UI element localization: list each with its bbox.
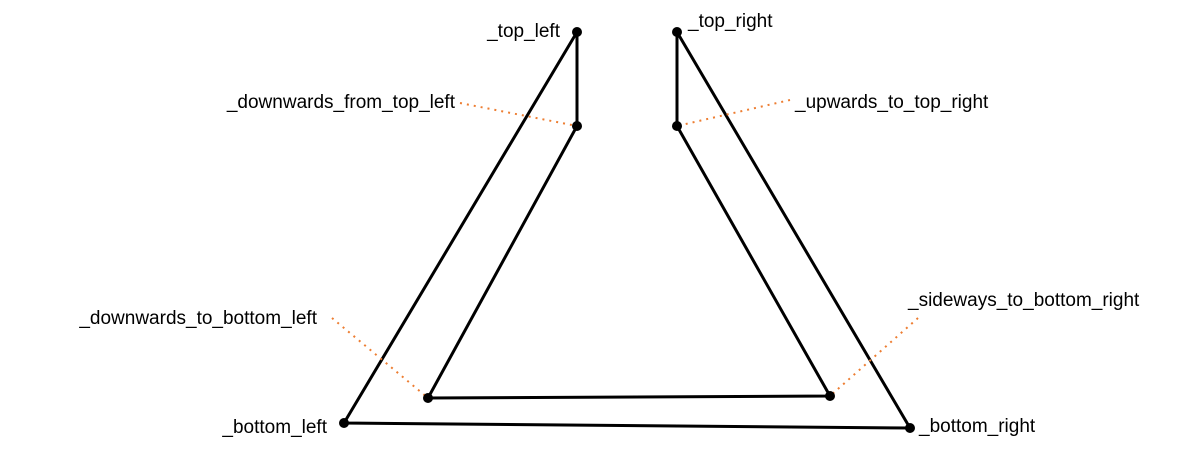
label-top-right: _top_right	[687, 11, 773, 32]
leader-upwards-to-top-right	[676, 99, 791, 127]
label-sideways-to-bottom-right: _sideways_to_bottom_right	[907, 290, 1140, 311]
vertex-bottom-left	[339, 418, 349, 428]
vertex-upwards-to-top-right	[672, 121, 682, 131]
label-bottom-left: _bottom_left	[221, 417, 327, 438]
leader-downwards-to-bottom-left	[331, 317, 429, 399]
vertex-top-left	[572, 27, 582, 37]
label-top-left: _top_left	[486, 21, 561, 42]
leader-sideways-to-bottom-right	[829, 317, 919, 397]
vertex-bottom-right	[905, 423, 915, 433]
outer-path	[341, 31, 913, 430]
label-downwards-to-bottom-left: _downwards_to_bottom_left	[78, 308, 317, 329]
vertex-downwards-to-bottom-left	[423, 393, 433, 403]
leader-downwards-from-top-left	[459, 102, 578, 127]
vertex-sideways-to-bottom-right	[825, 391, 835, 401]
label-bottom-right: _bottom_right	[918, 416, 1036, 437]
vertex-top-right	[672, 27, 682, 37]
vertex-downwards-from-top-left	[572, 121, 582, 131]
label-upwards-to-top-right: _upwards_to_top_right	[794, 92, 989, 113]
inner-path	[425, 125, 833, 400]
label-downwards-from-top-left: _downwards_from_top_left	[226, 92, 456, 113]
